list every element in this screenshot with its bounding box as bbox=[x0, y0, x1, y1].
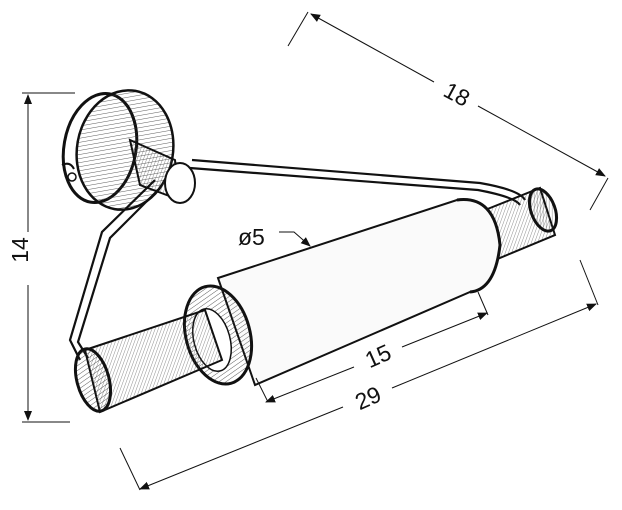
wall-mount bbox=[61, 89, 196, 211]
total-width-label: 29 bbox=[351, 381, 385, 415]
depth-label: 18 bbox=[440, 77, 475, 112]
dimension-height: 14 bbox=[7, 92, 75, 423]
paper-roll bbox=[216, 198, 502, 387]
left-pin bbox=[73, 308, 224, 414]
roll-length-label: 15 bbox=[361, 339, 395, 373]
height-label: 14 bbox=[7, 237, 33, 263]
diameter-label: ø5 bbox=[238, 224, 265, 250]
dimension-diameter: ø5 bbox=[238, 224, 311, 250]
